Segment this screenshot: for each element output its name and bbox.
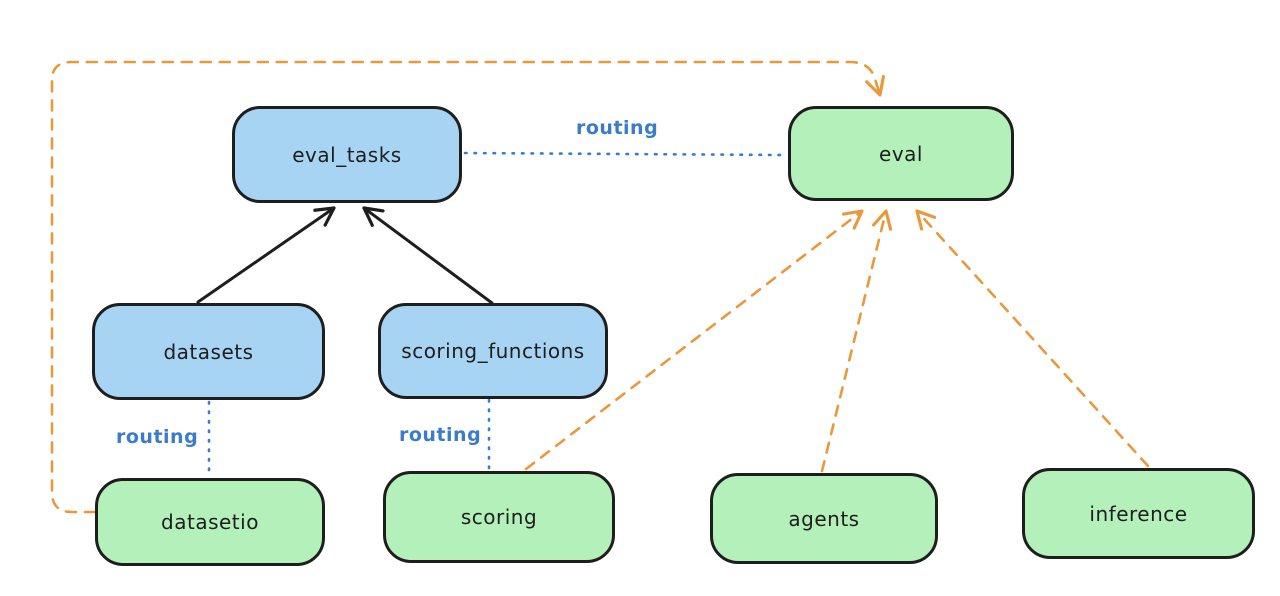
node-eval-tasks-label: eval_tasks [292,142,402,167]
node-scoring: scoring [383,471,615,563]
edge-scoringfunctions-to-evaltasks [362,206,494,305]
edge-evaltasks-to-eval-routing [463,151,787,157]
edge-inference-to-eval [915,209,1150,468]
edge-datasets-to-evaltasks [196,206,336,304]
node-scoring-label: scoring [460,505,538,529]
routing-label-datasets-datasetio: routing [116,426,199,448]
node-eval-label: eval [879,141,923,166]
edge-agents-to-eval [820,209,893,473]
node-eval-tasks: eval_tasks [232,106,462,203]
node-scoring-functions-label: scoring_functions [401,339,585,363]
node-datasets-label: datasets [163,339,254,364]
routing-label-evaltasks-eval: routing [576,117,659,139]
node-inference: inference [1022,468,1255,559]
routing-label-scoringfn-scoring: routing [399,424,482,446]
node-datasetio-label: datasetio [161,510,259,534]
node-datasets: datasets [92,303,325,400]
node-eval: eval [788,106,1014,201]
node-inference-label: inference [1089,501,1188,526]
node-datasetio: datasetio [95,478,325,566]
node-agents: agents [710,473,938,564]
node-scoring-functions: scoring_functions [378,303,608,399]
node-agents-label: agents [788,506,860,531]
